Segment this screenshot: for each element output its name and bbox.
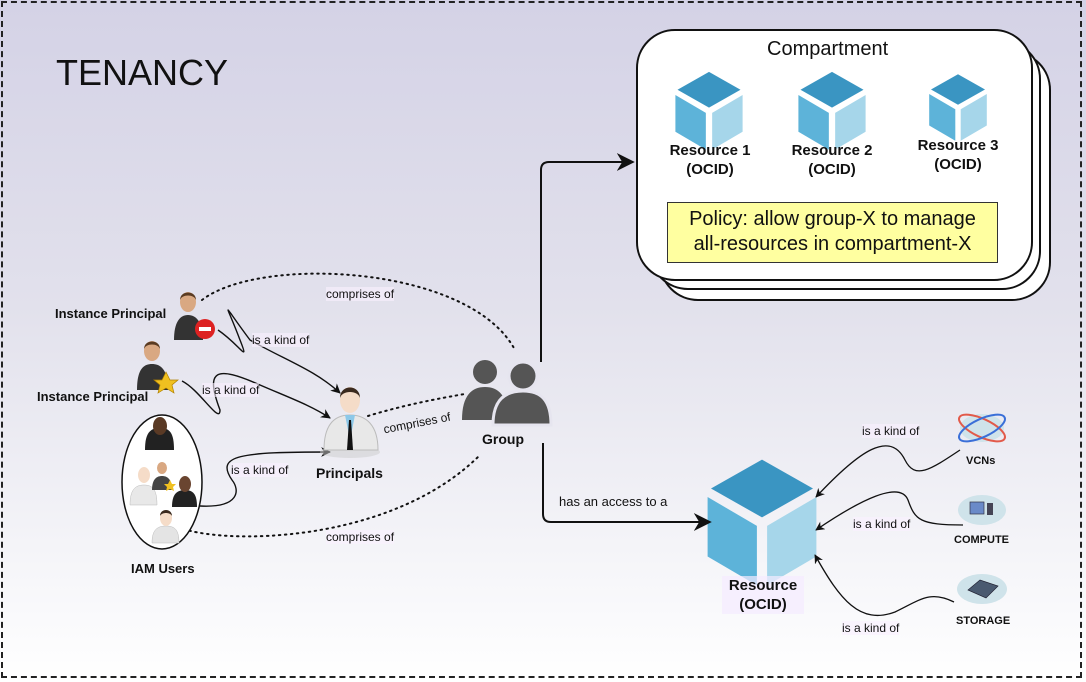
resource-label: Resource (OCID)	[722, 576, 804, 614]
edge-kind-instance-2	[181, 372, 331, 419]
edge-kind-instance-1	[217, 309, 341, 394]
policy-line-2: all-resources in compartment-X	[693, 233, 972, 255]
edge-comprises-instance	[201, 272, 516, 351]
resource-2-name: Resource 2	[791, 142, 873, 159]
edge-group-to-resource	[542, 443, 712, 531]
resource-ocid: (OCID)	[739, 596, 787, 613]
compartment-title: Compartment	[767, 38, 889, 60]
instance-principal-2-icon	[137, 341, 179, 394]
instance-principal-1-icon	[174, 292, 215, 340]
iam-users-group	[121, 414, 203, 550]
policy-box: Policy: allow group-X to manage all-reso…	[667, 202, 998, 263]
group-icon	[462, 360, 553, 427]
policy-line-1: Policy: allow group-X to manage	[689, 208, 976, 230]
instance-principal-2-label: Instance Principal	[37, 389, 149, 404]
edge-res-kind-storage	[814, 554, 955, 617]
edge-comprises-iam	[177, 454, 481, 538]
tenancy-title: TENANCY	[56, 52, 229, 93]
resource-2-ocid: (OCID)	[808, 161, 856, 178]
iam-users-label: IAM Users	[131, 561, 195, 576]
resource-3-name: Resource 3	[917, 137, 999, 154]
principals-label: Principals	[316, 465, 383, 481]
edge-res-kind-vcn	[815, 445, 961, 498]
edge-label-res-kind-1: is a kind of	[862, 424, 920, 438]
edge-res-kind-compute	[815, 491, 964, 531]
edge-label-comprises-3: comprises of	[326, 530, 395, 544]
principals-person-icon	[320, 387, 380, 458]
edge-group-to-compartment	[540, 153, 635, 362]
edge-label-kind-3: is a kind of	[231, 463, 289, 477]
edge-label-res-kind-2: is a kind of	[853, 517, 911, 531]
vcn-cloud-icon	[958, 413, 1006, 443]
edge-comprises-principals	[367, 393, 466, 417]
storage-label: STORAGE	[956, 615, 1011, 627]
resource-1-label: Resource 1 (OCID)	[664, 141, 756, 179]
compute-cloud-icon	[958, 495, 1006, 525]
compute-label: COMPUTE	[954, 534, 1009, 546]
vcns-label: VCNs	[966, 455, 996, 467]
instance-principal-1-label: Instance Principal	[55, 306, 167, 321]
edge-label-kind-2: is a kind of	[202, 383, 260, 397]
edge-kind-iam	[199, 447, 331, 507]
group-label: Group	[482, 431, 524, 447]
resource-name: Resource	[728, 577, 798, 594]
resource-3-ocid: (OCID)	[934, 156, 982, 173]
edge-label-res-kind-3: is a kind of	[842, 621, 900, 635]
storage-cloud-icon	[957, 574, 1007, 604]
edge-label-comprises-1: comprises of	[326, 287, 395, 301]
resource-1-name: Resource 1	[669, 142, 751, 159]
edge-label-kind-1: is a kind of	[252, 333, 310, 347]
edge-label-has-access: has an access to a	[559, 494, 668, 509]
resource-cube-icon	[707, 459, 817, 586]
resource-1-ocid: (OCID)	[686, 161, 734, 178]
resource-3-label: Resource 3 (OCID)	[912, 136, 1004, 174]
resource-2-label: Resource 2 (OCID)	[786, 141, 878, 179]
